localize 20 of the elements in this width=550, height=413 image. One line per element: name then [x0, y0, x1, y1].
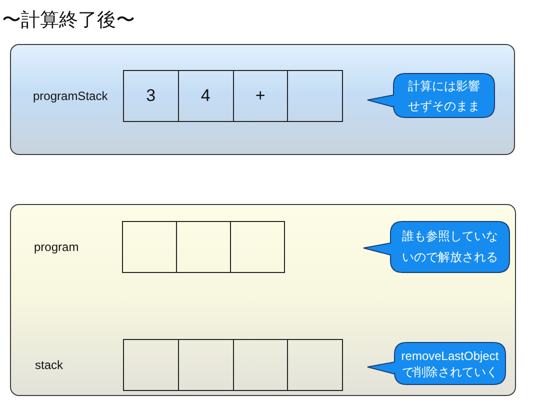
- speech-bubble: [367, 342, 506, 385]
- panel: [10, 204, 516, 396]
- array-box: [122, 221, 285, 273]
- array-label: program: [34, 239, 79, 255]
- bubble-text: 計算には影響せずそのまま: [407, 78, 481, 114]
- array-cell: 4: [178, 71, 234, 121]
- array-cell: +: [234, 71, 288, 121]
- title: 〜計算終了後〜: [2, 8, 135, 32]
- array-cell: [122, 222, 177, 272]
- speech-bubble: [363, 221, 510, 273]
- bubble-text: 誰も参照していないので解放される: [401, 228, 499, 266]
- array-box: [123, 339, 343, 391]
- bubble-text: removeLastObjectで削除されていく: [400, 348, 500, 380]
- array-label: stack: [35, 357, 64, 373]
- array-cell: 3: [123, 71, 179, 121]
- array-box: [123, 70, 343, 122]
- array-label: programStack: [33, 88, 108, 104]
- panel: [10, 44, 515, 155]
- speech-bubble: [367, 73, 495, 118]
- array-cell: [123, 340, 179, 390]
